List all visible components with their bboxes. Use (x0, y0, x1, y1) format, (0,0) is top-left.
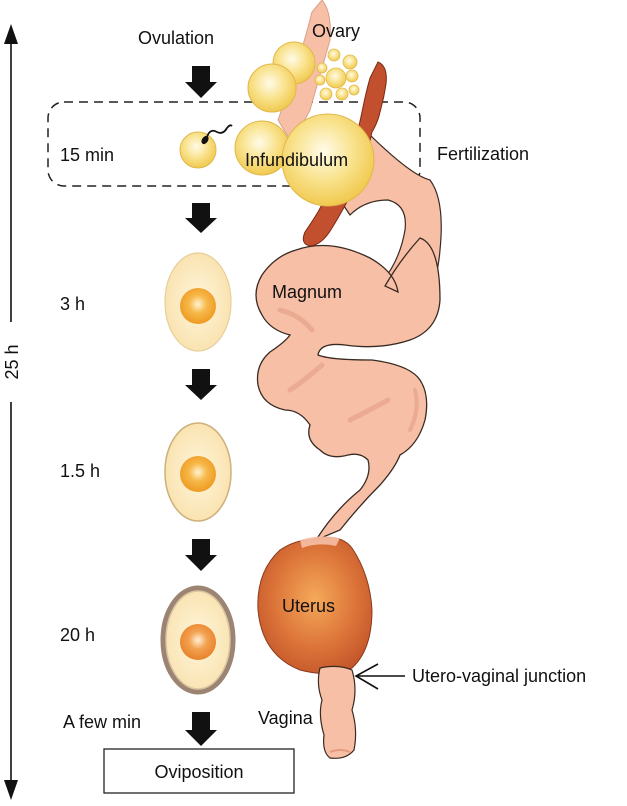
egg-stage-magnum (164, 252, 232, 352)
fertilization-region-box (47, 101, 421, 187)
down-arrow-icon (185, 712, 217, 746)
arrow-left-icon (354, 663, 379, 690)
oviposition-label: Oviposition (154, 762, 243, 782)
down-arrow-icon (185, 539, 217, 571)
time-1-5h-label: 1.5 h (60, 461, 100, 481)
vagina-label: Vagina (258, 708, 314, 728)
down-arrowhead-icon (4, 780, 18, 800)
magnum-isthmus (255, 237, 441, 542)
uterus-label: Uterus (282, 596, 335, 616)
ovary-label: Ovary (312, 21, 360, 41)
small-follicles-cluster (314, 48, 360, 101)
yolk-icon (180, 288, 216, 324)
oviduct-anatomy (234, 0, 442, 759)
ovulation-label: Ovulation (138, 28, 214, 48)
down-arrow-icon (185, 66, 217, 98)
time-15min-label: 15 min (60, 145, 114, 165)
infundibulum-label: Infundibulum (245, 150, 348, 170)
fertilization-label: Fertilization (437, 144, 529, 164)
ovum-with-sperm (179, 124, 233, 169)
down-arrow-icon (185, 203, 217, 233)
total-time-label: 25 h (2, 344, 22, 379)
utero-vaginal-junction-pointer: Utero-vaginal junction (354, 663, 586, 690)
up-arrowhead-icon (4, 24, 18, 44)
utero-vaginal-junction-label: Utero-vaginal junction (412, 666, 586, 686)
time-3h-label: 3 h (60, 294, 85, 314)
yolk-icon (180, 456, 216, 492)
time-few-min-label: A few min (63, 712, 141, 732)
egg-stage-isthmus (164, 422, 232, 522)
sperm-head-icon (201, 135, 209, 145)
down-arrow-icon (185, 369, 217, 400)
time-20h-label: 20 h (60, 625, 95, 645)
time-axis: 25 h (2, 24, 22, 800)
ovary-follicles (234, 41, 375, 207)
yolk-icon (180, 624, 216, 660)
magnum-label: Magnum (272, 282, 342, 302)
vagina (317, 665, 357, 759)
sperm-tail-icon (206, 124, 233, 138)
egg-stage-uterus (160, 585, 236, 695)
oviposition-box: Oviposition (103, 748, 295, 794)
